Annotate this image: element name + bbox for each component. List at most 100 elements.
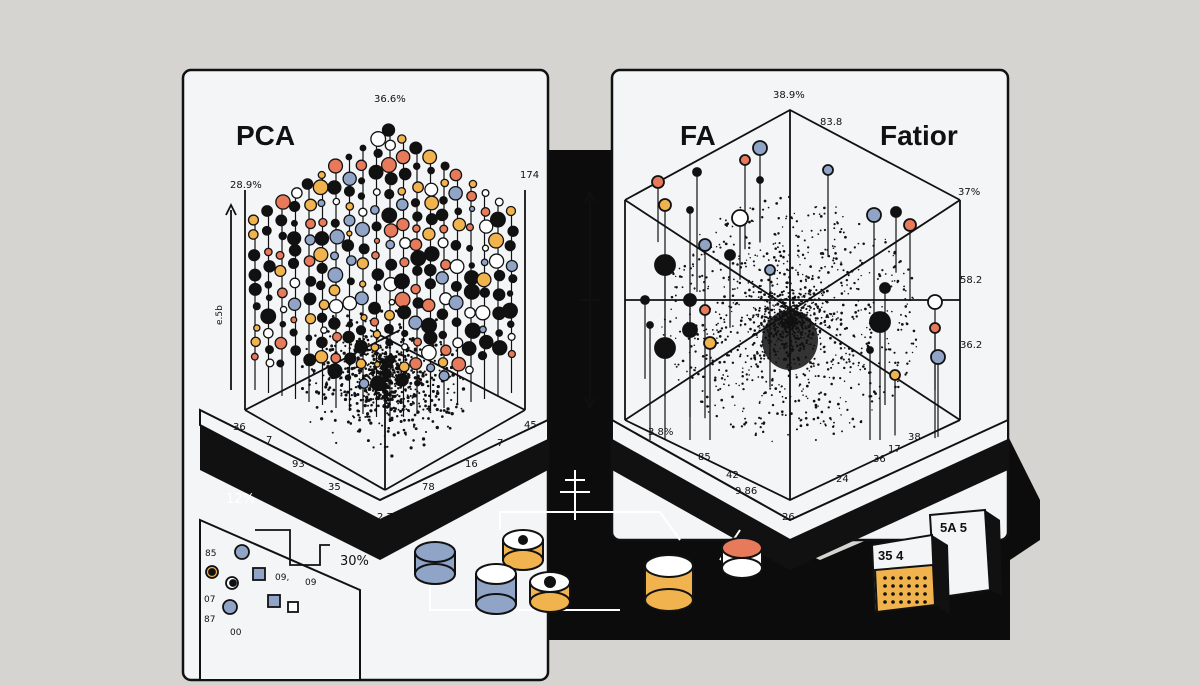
fa-scatter-dot [884, 238, 887, 241]
fa-scatter-dot [860, 419, 863, 422]
fa-scatter-dot [726, 222, 730, 226]
fa-scatter-dot [719, 329, 722, 333]
pca-scatter-dot [393, 382, 396, 385]
fa-scatter-dot [831, 245, 834, 247]
pca-scatter-dot [406, 395, 410, 400]
fa-scatter-dot [798, 298, 801, 301]
fa-scatter-dot [788, 254, 790, 256]
fa-scatter-dot [877, 362, 880, 365]
fa-scatter-dot [803, 239, 806, 242]
fa-scatter-dot [678, 267, 681, 270]
fa-scatter-dot [779, 309, 782, 311]
pca-data-point [436, 308, 449, 320]
fa-scatter-dot [718, 335, 722, 338]
fa-data-point [651, 175, 665, 189]
pca-scatter-dot [393, 376, 396, 379]
fa-scatter-dot [731, 325, 734, 328]
fa-scatter-dot [840, 228, 843, 231]
fa-scatter-dot [839, 230, 842, 234]
pca-scatter-dot [308, 383, 311, 386]
fa-scatter-dot [751, 280, 754, 283]
pca-scatter-dot [413, 348, 418, 352]
pca-scatter-dot [383, 375, 387, 378]
pca-scatter-dot [412, 401, 415, 405]
fa-scatter-dot [779, 305, 782, 308]
pca-labels: PCA 36.6% 28.9% 174 e.5b 36 7 93 35 7 16… [215, 94, 539, 523]
fa-scatter-dot [795, 306, 797, 309]
pca-scatter-dot [403, 431, 407, 435]
fa-scatter-dot [759, 360, 762, 364]
fa-scatter-dot [739, 355, 742, 358]
fa-data-point [692, 167, 702, 177]
fa-scatter-dot [819, 298, 821, 301]
fa-scatter-dot [705, 357, 708, 360]
fa-scatter-dot [675, 365, 678, 368]
fa-scatter-dot [745, 295, 748, 298]
pca-data-point [452, 217, 467, 232]
fa-scatter-dot [813, 307, 816, 310]
fa-scatter-dot [755, 313, 758, 316]
fa-scatter-dot [847, 274, 850, 277]
fa-scatter-dot [760, 279, 763, 282]
fa-scatter-dot [751, 343, 755, 346]
fa-scatter-dot [748, 369, 750, 371]
pca-scatter-dot [386, 376, 389, 380]
pca-scatter-dot [432, 378, 436, 382]
fa-data-points [640, 140, 946, 440]
fa-scatter-dot [828, 325, 831, 327]
fa-scatter-dot [763, 313, 766, 316]
pca-scatter-dot [383, 399, 386, 402]
fa-scatter-dot [898, 261, 901, 264]
fa-scatter-dot [707, 287, 709, 290]
pca-data-point [454, 207, 463, 216]
fa-top-label: 38.9% [773, 90, 805, 101]
pca-data-point [464, 306, 476, 319]
fa-scatter-dot [828, 400, 832, 404]
fa-scatter-dot [742, 407, 745, 410]
pca-scatter-dot [352, 415, 354, 418]
fa-scatter-dot [788, 275, 792, 279]
pca-data-point [368, 164, 384, 180]
pca-scatter-dot [384, 409, 387, 412]
fa-scatter-dot [740, 316, 743, 319]
pca-data-point [463, 283, 480, 300]
fa-scatter-dot [726, 375, 729, 378]
fa-scatter-dot [867, 341, 871, 345]
fa-scatter-dot [782, 305, 786, 309]
fa-scatter-dot [715, 246, 718, 248]
fa-scatter-dot [738, 303, 740, 306]
fa-scatter-dot [820, 410, 824, 414]
fa-scatter-dot [825, 361, 829, 364]
pca-data-point [305, 276, 317, 287]
pca-scatter-dot [453, 391, 456, 394]
fa-scatter-dot [782, 255, 785, 259]
pca-scatter-dot [427, 405, 431, 408]
fa-scatter-dot [784, 388, 786, 390]
pca-scatter-dot [356, 430, 359, 433]
legend-shapes [205, 529, 330, 615]
fa-scatter-dot [754, 422, 757, 425]
fa-scatter-dot [734, 404, 736, 406]
fa-scatter-dot [845, 400, 847, 403]
fa-scatter-dot [677, 379, 680, 381]
pca-scatter-dot [342, 341, 345, 344]
fa-data-point [866, 346, 874, 354]
fa-scatter-dot [669, 320, 672, 323]
fa-scatter-dot [813, 285, 816, 288]
fa-scatter-dot [723, 321, 726, 324]
fa-scatter-dot [719, 316, 723, 320]
pca-data-point [437, 357, 449, 368]
fa-scatter-dot [711, 269, 714, 273]
fa-scatter-dot [754, 433, 757, 437]
pca-scatter-dot [398, 323, 402, 326]
pca-scatter-dot [364, 335, 368, 339]
fa-scatter-dot [807, 214, 810, 217]
fa-scatter-dot [761, 375, 764, 379]
fa-scatter-dot [715, 323, 718, 326]
fa-scatter-dot [748, 246, 751, 250]
fa-scatter-dot [748, 241, 751, 245]
pca-data-point [440, 344, 452, 356]
fa-scatter-dot [693, 287, 696, 290]
fa-scatter-dot [743, 323, 747, 326]
pca-scatter-dot [422, 390, 426, 393]
